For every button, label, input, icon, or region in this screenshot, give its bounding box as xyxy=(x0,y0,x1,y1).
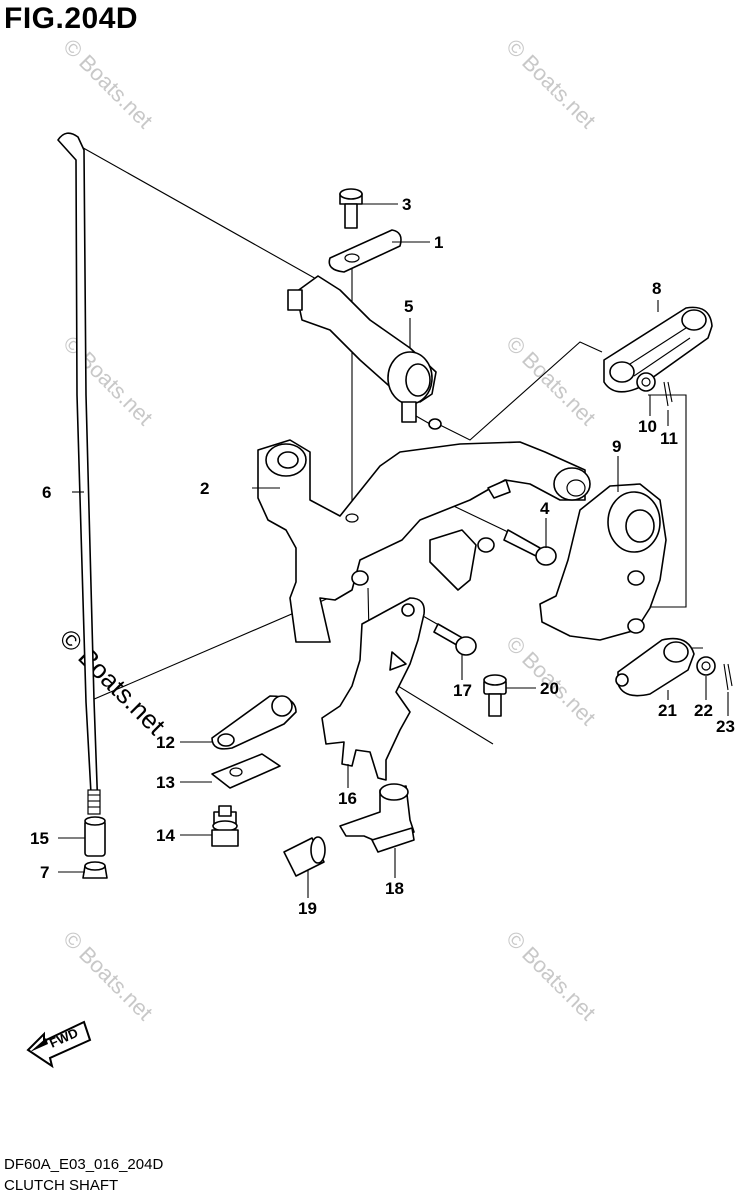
callout-23: 23 xyxy=(716,717,735,736)
figure-name: CLUTCH SHAFT xyxy=(4,1177,119,1194)
callout-1: 1 xyxy=(434,233,443,252)
cam-plate xyxy=(539,483,667,641)
callout-12: 12 xyxy=(156,733,175,752)
link-arm xyxy=(603,306,713,393)
figure-code: DF60A_E03_016_204D xyxy=(4,1156,164,1173)
callout-leaders xyxy=(58,203,729,898)
figure-title: FIG.204D xyxy=(4,2,139,35)
bolt-lower xyxy=(433,623,477,656)
callout-8: 8 xyxy=(652,279,661,298)
callout-3: 3 xyxy=(402,195,411,214)
watermark: © Boats.net xyxy=(58,331,157,430)
callout-15: 15 xyxy=(30,829,49,848)
callout-17: 17 xyxy=(453,681,472,700)
bolt-mid xyxy=(503,529,557,566)
collar xyxy=(283,836,326,877)
callout-11: 11 xyxy=(660,429,678,448)
watermark: © Boats.net xyxy=(58,926,157,1025)
callout-13: 13 xyxy=(156,773,175,792)
watermark: © Boats.net xyxy=(501,331,600,430)
plate xyxy=(328,229,402,273)
callout-19: 19 xyxy=(298,899,317,918)
cotter-pin xyxy=(663,381,673,407)
holder xyxy=(339,783,415,853)
callout-14: 14 xyxy=(156,826,175,845)
callout-21: 21 xyxy=(658,701,677,720)
fwd-arrow-icon: FWD xyxy=(26,1020,92,1069)
nut xyxy=(82,861,108,879)
bolt-left xyxy=(211,805,239,847)
watermark: © Boats.net xyxy=(501,926,600,1025)
callout-16: 16 xyxy=(338,789,357,808)
callout-18: 18 xyxy=(385,879,404,898)
callout-10: 10 xyxy=(638,417,657,436)
callout-2: 2 xyxy=(200,479,209,498)
callout-22: 22 xyxy=(694,701,713,720)
main-bracket xyxy=(257,439,591,643)
callout-7: 7 xyxy=(40,863,49,882)
callout-9: 9 xyxy=(612,437,621,456)
cotter-pin xyxy=(723,663,733,691)
callouts: 1 2 3 4 5 6 7 8 9 10 11 12 13 14 15 16 1… xyxy=(30,195,735,918)
shift-housing xyxy=(287,275,442,430)
bracket-plate xyxy=(321,597,426,781)
watermark: © Boats.net xyxy=(501,34,600,133)
watermark: © Boats.net xyxy=(58,34,157,133)
clutch-rod xyxy=(57,132,101,815)
bolt-top xyxy=(339,188,363,229)
bolt-small xyxy=(483,674,507,717)
callout-5: 5 xyxy=(404,297,413,316)
plate-small xyxy=(211,753,281,789)
lever xyxy=(615,637,695,697)
coupler-nut xyxy=(84,816,106,857)
link-small xyxy=(211,695,297,750)
callout-4: 4 xyxy=(540,499,550,518)
watermark-dark: © Boats.net xyxy=(54,623,172,741)
callout-6: 6 xyxy=(42,483,51,502)
callout-20: 20 xyxy=(540,679,559,698)
